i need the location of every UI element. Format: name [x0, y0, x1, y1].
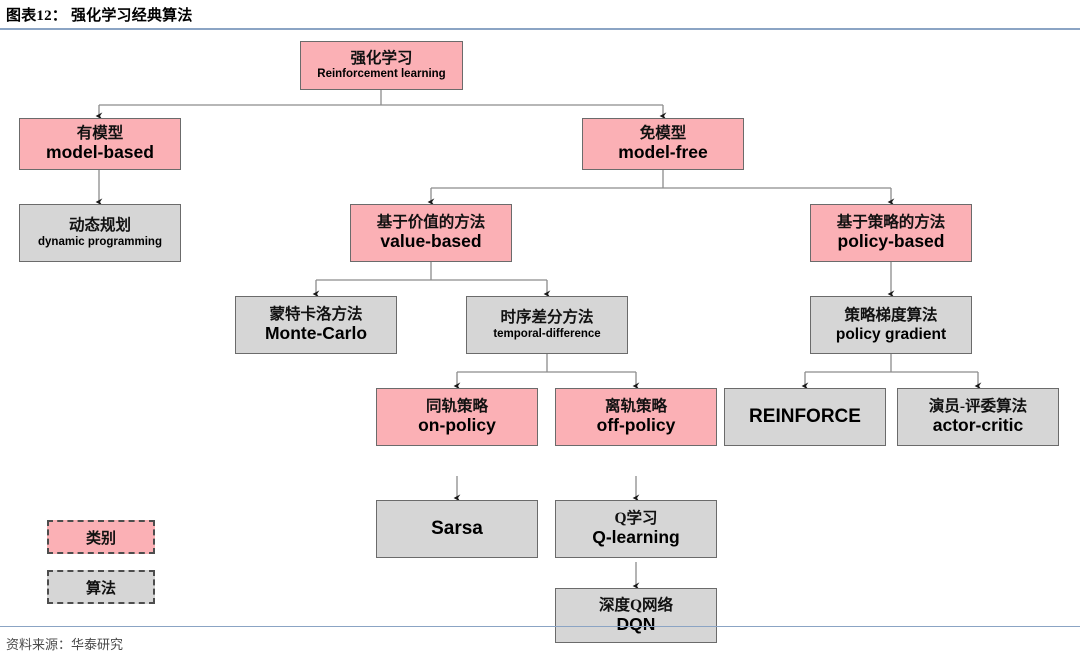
node-on-policy-en: on-policy [418, 415, 496, 436]
node-value-based-en: value-based [380, 231, 482, 252]
node-dynamic-programming-en: dynamic programming [38, 235, 162, 248]
node-sarsa-en: Sarsa [431, 518, 483, 540]
node-reinforce[interactable]: REINFORCE [724, 388, 886, 446]
node-dqn[interactable]: 深度Q网络 DQN [555, 588, 717, 643]
node-model-based[interactable]: 有模型 model-based [19, 118, 181, 170]
node-value-based[interactable]: 基于价值的方法 value-based [350, 204, 512, 262]
node-policy-gradient-cn: 策略梯度算法 [844, 307, 938, 325]
node-root[interactable]: 强化学习 Reinforcement learning [300, 41, 463, 90]
legend-item-category-label: 类别 [85, 530, 116, 547]
node-temporal-difference[interactable]: 时序差分方法 temporal-difference [466, 296, 628, 354]
node-root-en: Reinforcement learning [317, 68, 446, 81]
node-off-policy-en: off-policy [596, 415, 676, 436]
node-dynamic-programming[interactable]: 动态规划 dynamic programming [19, 204, 181, 262]
node-policy-based-cn: 基于策略的方法 [836, 214, 946, 232]
node-model-free-cn: 免模型 [639, 125, 687, 143]
node-policy-gradient[interactable]: 策略梯度算法 policy gradient [810, 296, 972, 354]
legend-item-algorithm-label: 算法 [85, 580, 116, 597]
node-policy-gradient-en: policy gradient [835, 325, 947, 343]
node-root-cn: 强化学习 [350, 49, 413, 67]
node-actor-critic[interactable]: 演员-评委算法 actor-critic [897, 388, 1059, 446]
node-off-policy[interactable]: 离轨策略 off-policy [555, 388, 717, 446]
node-monte-carlo-en: Monte-Carlo [264, 323, 368, 344]
node-model-based-en: model-based [46, 142, 154, 163]
node-monte-carlo-cn: 蒙特卡洛方法 [269, 306, 363, 324]
node-reinforce-en: REINFORCE [749, 406, 861, 428]
node-actor-critic-cn: 演员-评委算法 [928, 398, 1028, 416]
node-actor-critic-en: actor-critic [932, 415, 1024, 436]
node-policy-based[interactable]: 基于策略的方法 policy-based [810, 204, 972, 262]
node-q-learning[interactable]: Q学习 Q-learning [555, 500, 717, 558]
legend-item-category: 类别 [47, 520, 155, 554]
node-q-learning-en: Q-learning [592, 527, 680, 548]
node-off-policy-cn: 离轨策略 [604, 398, 667, 416]
node-model-free[interactable]: 免模型 model-free [582, 118, 744, 170]
node-temporal-difference-en: temporal-difference [493, 327, 601, 340]
node-dynamic-programming-cn: 动态规划 [68, 217, 131, 235]
header-divider [0, 28, 1080, 30]
node-model-free-en: model-free [618, 142, 708, 163]
figure-header: 图表12： 强化学习经典算法 [0, 0, 1080, 30]
source-note: 资料来源：华泰研究 [6, 637, 124, 652]
legend-item-algorithm: 算法 [47, 570, 155, 604]
node-on-policy[interactable]: 同轨策略 on-policy [376, 388, 538, 446]
node-on-policy-cn: 同轨策略 [425, 398, 488, 416]
node-policy-based-en: policy-based [837, 231, 945, 252]
footer-divider [0, 626, 1080, 627]
node-dqn-cn: 深度Q网络 [598, 596, 674, 614]
node-sarsa[interactable]: Sarsa [376, 500, 538, 558]
node-q-learning-cn: Q学习 [614, 510, 658, 528]
node-monte-carlo[interactable]: 蒙特卡洛方法 Monte-Carlo [235, 296, 397, 354]
node-temporal-difference-cn: 时序差分方法 [500, 309, 594, 327]
page-title: 图表12： 强化学习经典算法 [6, 8, 193, 24]
flowchart-diagram: 强化学习 Reinforcement learning 有模型 model-ba… [0, 30, 1080, 643]
node-dqn-en: DQN [616, 613, 656, 634]
node-model-based-cn: 有模型 [76, 125, 124, 143]
node-value-based-cn: 基于价值的方法 [376, 214, 486, 232]
